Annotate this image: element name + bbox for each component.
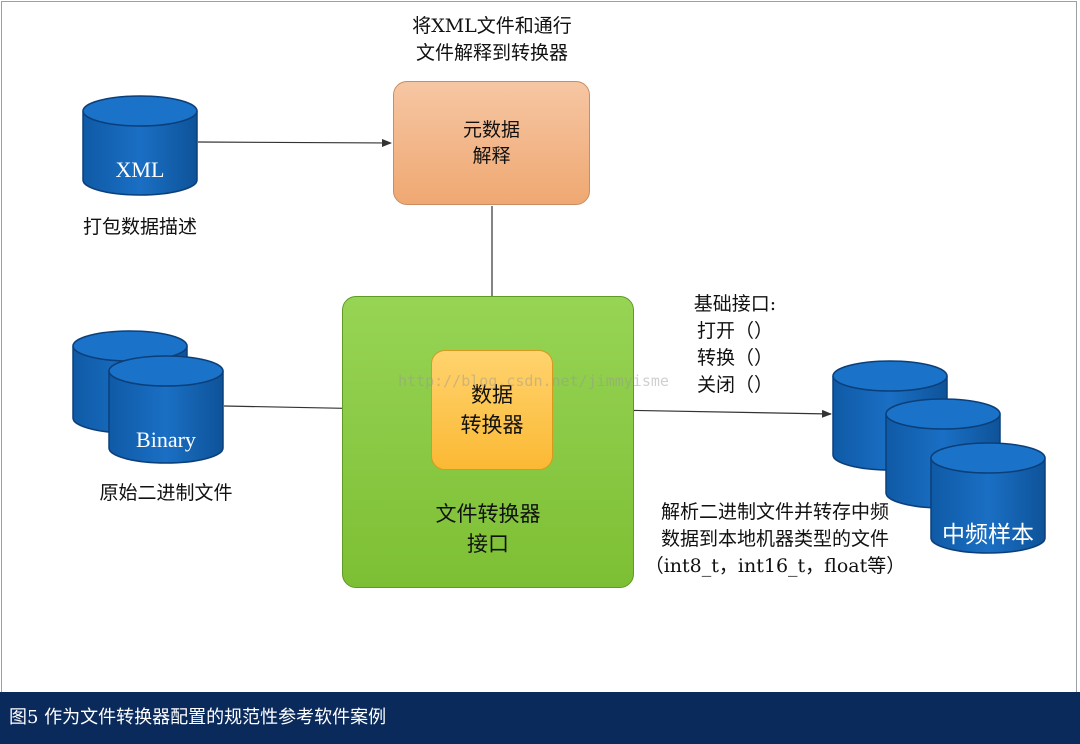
arrow-xml-to-meta: [197, 138, 392, 147]
data-converter-box: 数据 转换器: [431, 350, 553, 470]
output-note-line: （int8_t，int16_t，float等）: [644, 555, 906, 577]
api-note-item: 打开（）: [696, 320, 773, 342]
api-note-item: 关闭（）: [696, 374, 773, 396]
converter-box-line: 转换器: [460, 413, 524, 437]
binary-caption: 原始二进制文件: [99, 482, 233, 504]
metadata-box-line: 元数据: [462, 119, 520, 141]
converter-box-line: 数据: [471, 383, 513, 407]
metadata-box-line: 解释: [472, 145, 511, 167]
api-note: 基础接口: 打开（） 转换（） 关闭（）: [680, 291, 790, 399]
figure-caption-bar: 图5 作为文件转换器配置的规范性参考软件案例: [0, 692, 1080, 744]
interface-box-line: 文件转换器: [435, 502, 541, 526]
xml-caption: 打包数据描述: [82, 216, 197, 238]
output-note: 解析二进制文件并转存中频 数据到本地机器类型的文件 （int8_t，int16_…: [630, 499, 920, 580]
binary-database-icon: [72, 330, 224, 464]
top-note-line: 文件解释到转换器: [415, 42, 568, 64]
output-database-label: 中频样本: [942, 522, 1034, 548]
figure-caption: 图5 作为文件转换器配置的规范性参考软件案例: [9, 707, 387, 728]
binary-database-label: Binary: [136, 427, 196, 452]
interface-box-line: 接口: [467, 532, 509, 556]
top-note-line: 将XML文件和通行: [412, 15, 572, 37]
top-note: 将XML文件和通行 文件解释到转换器: [392, 13, 592, 67]
metadata-parse-box: 元数据 解释: [393, 81, 590, 205]
api-note-title: 基础接口:: [693, 293, 777, 315]
diagram-frame: [1, 1, 1077, 692]
xml-database-icon: [82, 95, 198, 196]
output-note-line: 数据到本地机器类型的文件: [660, 528, 889, 550]
xml-database-label: XML: [115, 157, 165, 182]
watermark: http://blog.csdn.net/jimmyisme: [398, 372, 669, 390]
api-note-item: 转换（）: [696, 347, 773, 369]
output-database-icon: [832, 360, 1046, 554]
output-note-line: 解析二进制文件并转存中频: [660, 501, 889, 523]
